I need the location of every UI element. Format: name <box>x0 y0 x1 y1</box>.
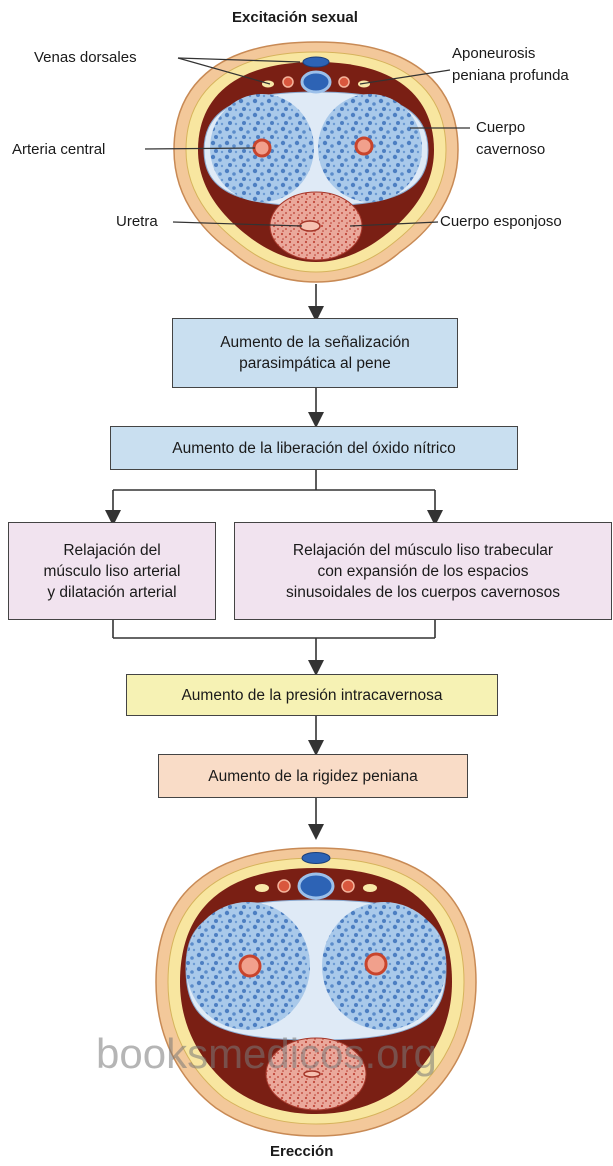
label-uretra: Uretra <box>116 213 158 230</box>
artery-right-bottom <box>364 952 388 976</box>
dorsal-nerve-left-bottom <box>255 884 269 892</box>
label-venas-dorsales: Venas dorsales <box>34 49 137 66</box>
dorsal-vein-outer <box>302 56 330 68</box>
branch-arterial-relaxation: Relajación del músculo liso arterial y d… <box>8 522 216 620</box>
watermark: booksmedicos.org <box>96 1030 437 1077</box>
dorsal-artery-left <box>282 76 294 88</box>
top-title: Excitación sexual <box>232 9 358 26</box>
label-arteria-central: Arteria central <box>12 141 106 158</box>
deep-dorsal-vein-bottom <box>297 872 335 900</box>
top-cross-section <box>173 41 459 283</box>
dorsal-nerve-right-bottom <box>363 884 377 892</box>
label-aponeurosis-line1: Aponeurosis <box>452 45 536 62</box>
step-intracavernous-pressure: Aumento de la presión intracavernosa <box>126 674 498 716</box>
label-cuerpo-cavernoso-line1: Cuerpo <box>476 119 526 136</box>
artery-right-top <box>354 136 374 156</box>
dorsal-artery-right <box>338 76 350 88</box>
flow-connectors <box>105 284 443 840</box>
branch-trabecular-relaxation: Relajación del músculo liso trabecular c… <box>234 522 612 620</box>
label-cuerpo-esponjoso: Cuerpo esponjoso <box>440 213 562 230</box>
dorsal-nerve-right <box>358 80 370 88</box>
top-leader-lines <box>144 57 470 227</box>
dorsal-vein-outer-bottom <box>301 852 331 864</box>
deep-dorsal-vein <box>300 70 332 94</box>
artery-left-top <box>252 138 272 158</box>
step-parasympathetic-signaling: Aumento de la señalización parasimpática… <box>172 318 458 388</box>
step-nitric-oxide-release: Aumento de la liberación del óxido nítri… <box>110 426 518 470</box>
urethra-bottom <box>303 1070 321 1078</box>
dorsal-artery-right-bottom <box>341 879 355 893</box>
artery-left-bottom <box>238 954 262 978</box>
urethra-top <box>299 220 321 232</box>
dorsal-artery-left-bottom <box>277 879 291 893</box>
bottom-title: Erección <box>270 1143 334 1160</box>
label-aponeurosis-line2: peniana profunda <box>452 67 569 84</box>
label-cuerpo-cavernoso-line2: cavernoso <box>476 141 546 158</box>
bottom-cross-section <box>155 847 477 1137</box>
step-penile-rigidity: Aumento de la rigidez peniana <box>158 754 468 798</box>
